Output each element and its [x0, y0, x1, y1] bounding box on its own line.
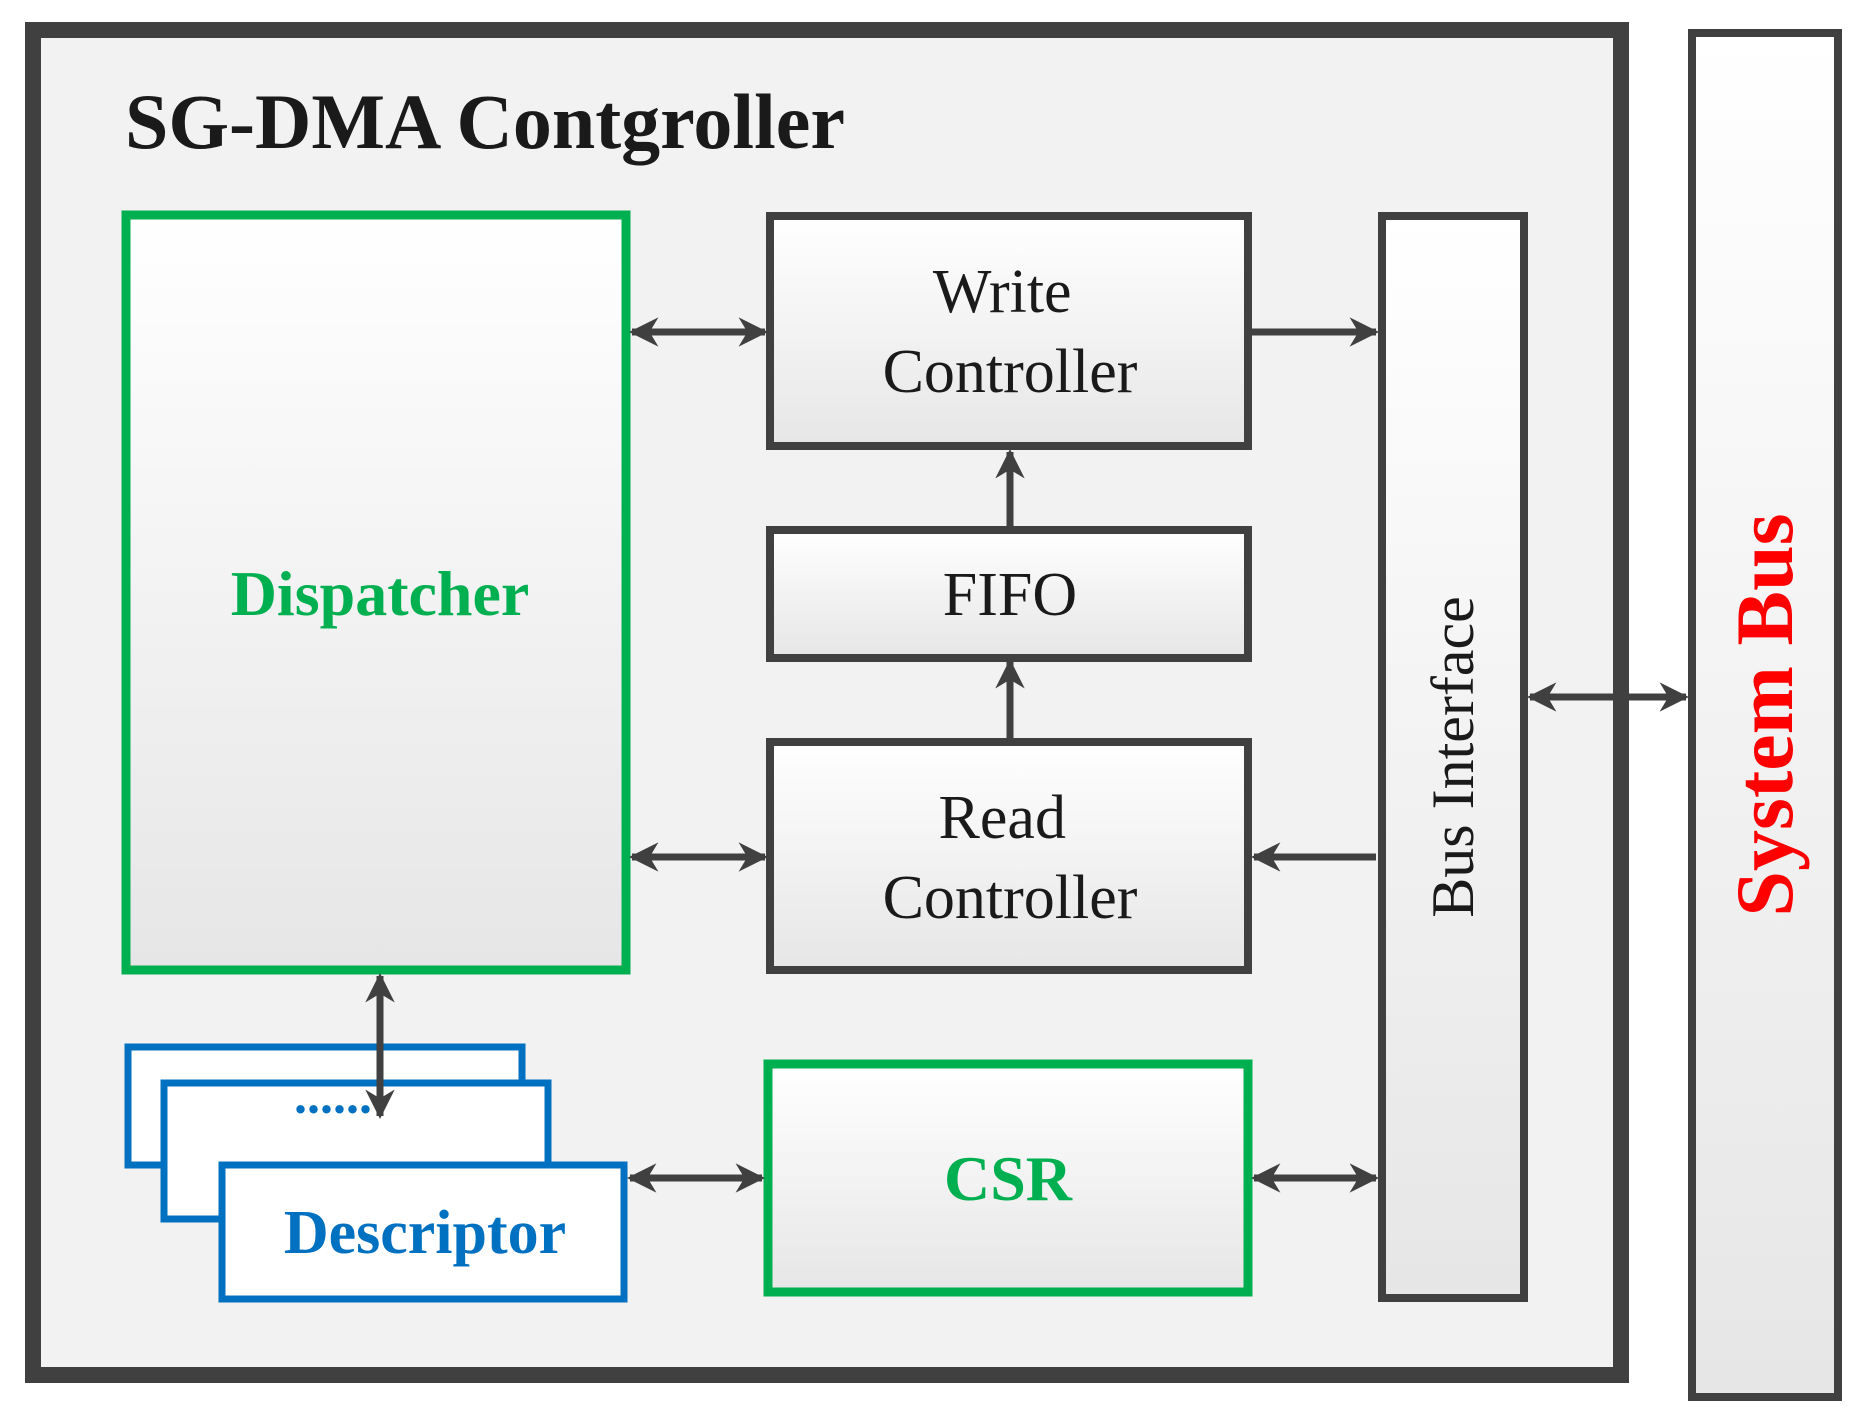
descriptor-card-front	[218, 1161, 628, 1303]
csr-block	[763, 1059, 1253, 1297]
dispatcher-label: Dispatcher	[231, 558, 530, 629]
fifo-block	[766, 526, 1252, 662]
write-controller-label: Write Controller	[883, 258, 1138, 406]
read-controller-line2: Controller	[883, 864, 1138, 932]
controller-title: SG-DMA Contgroller	[125, 78, 845, 165]
dispatcher-block	[121, 210, 631, 975]
bus-interface-label: Bus Interface	[1420, 596, 1486, 918]
read-controller-line1: Read	[939, 784, 1066, 852]
descriptor-label: Descriptor	[284, 1199, 566, 1267]
read-controller-label: Read Controller	[883, 784, 1138, 932]
fifo-label: FIFO	[943, 561, 1077, 629]
system-bus-label: System Bus	[1719, 513, 1810, 916]
write-controller-line1: Write	[933, 258, 1072, 326]
csr-label: CSR	[944, 1143, 1073, 1214]
system-bus-block	[1688, 29, 1842, 1401]
read-controller-block	[766, 738, 1252, 974]
write-controller-line2: Controller	[883, 338, 1138, 406]
descriptor-ellipsis: ......	[294, 1068, 372, 1125]
bus-interface-block	[1378, 212, 1528, 1302]
write-controller-block	[766, 212, 1252, 450]
